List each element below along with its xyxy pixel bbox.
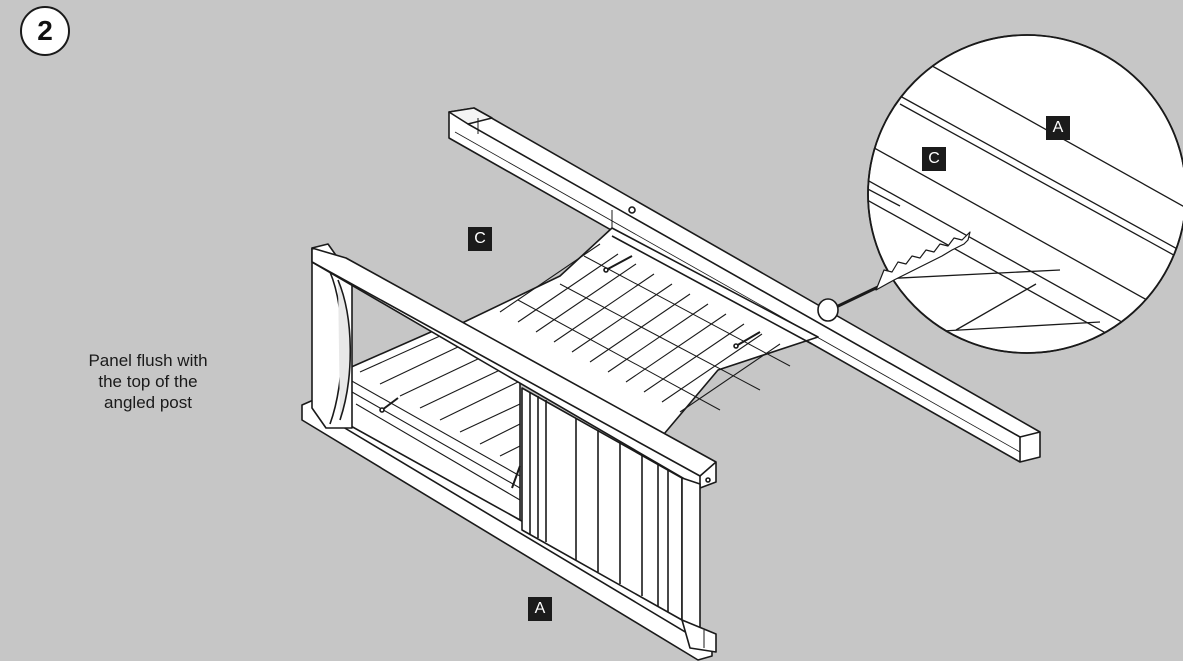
note-line-2: the top of the <box>98 372 198 391</box>
note-line-3: angled post <box>104 393 192 412</box>
beam-a-long <box>448 107 1041 463</box>
back-panel-slats <box>521 387 717 653</box>
angled-post <box>311 243 353 429</box>
part-label-a: A <box>528 597 552 621</box>
part-label-c: C <box>468 227 492 251</box>
note-line-1: Panel flush with <box>88 351 208 370</box>
panel-flush-note: Panel flush with the top of the angled p… <box>50 350 246 413</box>
screw-icon <box>817 231 971 322</box>
step-number-badge: 2 <box>20 6 70 56</box>
detail-label-a: A <box>1046 116 1070 140</box>
arm-rail <box>311 247 717 489</box>
seat-frame-a <box>301 327 713 661</box>
detail-magnifier <box>867 34 1183 354</box>
detail-label-c: C <box>922 147 946 171</box>
